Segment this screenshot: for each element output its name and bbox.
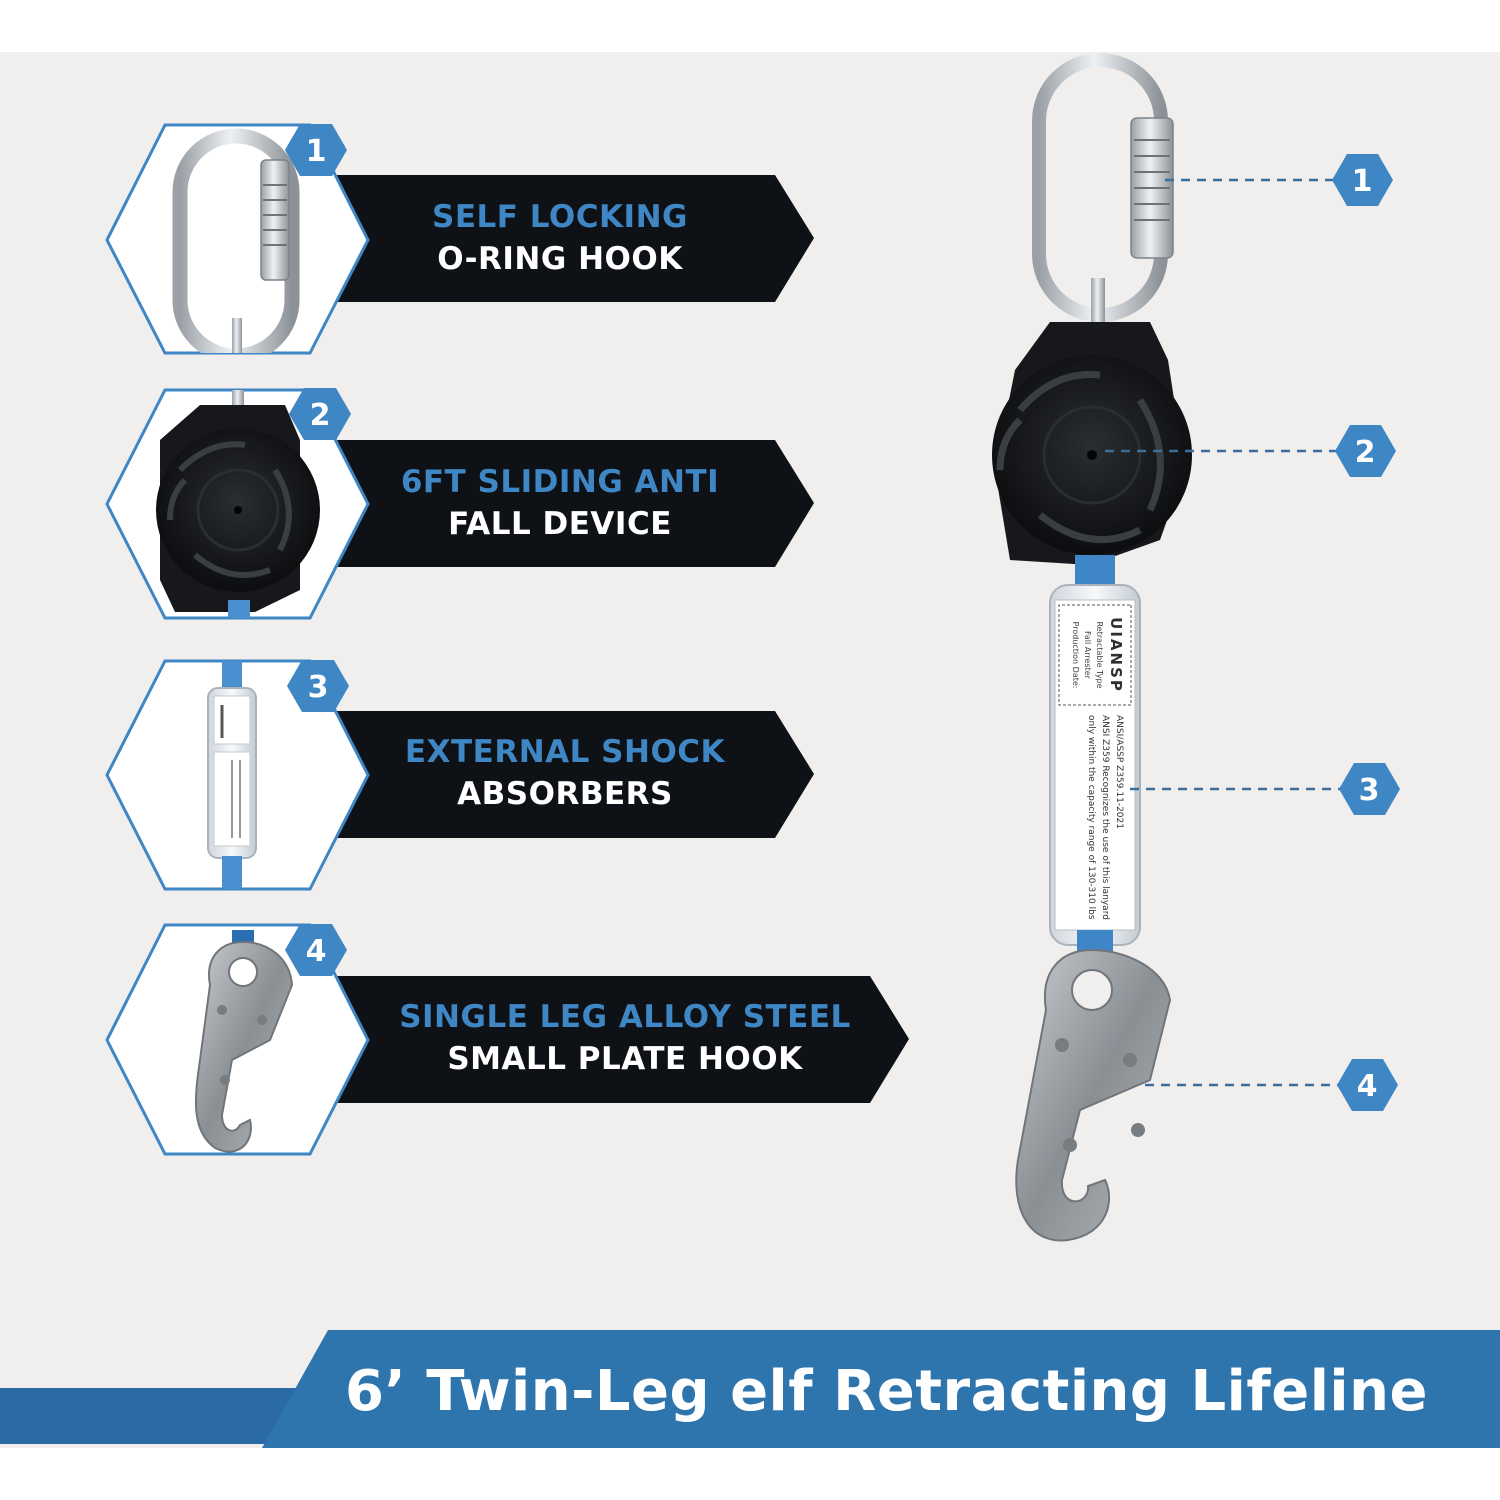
product-label-line-a: Retractable Type (1095, 621, 1104, 688)
feature-1-badge (285, 124, 347, 176)
feature-2-subtitle: FALL DEVICE (448, 506, 672, 542)
callout-badge-2 (1335, 425, 1396, 477)
retractor-drum-icon (156, 390, 320, 618)
feature-1: 1 (105, 123, 814, 355)
product-label-std-line2: only within the capacity range of 130-31… (1086, 715, 1096, 920)
feature-4-badge (285, 924, 347, 976)
feature-2: 2 (105, 388, 814, 620)
feature-1-text: SELF LOCKING O-RING HOOK (330, 196, 790, 280)
feature-2-text: 6FT SLIDING ANTI FALL DEVICE (330, 461, 790, 545)
banner-title: 6’ Twin-Leg elf Retracting Lifeline (345, 1359, 1428, 1424)
bottom-banner (0, 1330, 1500, 1448)
feature-3: 3 (105, 659, 814, 891)
carabiner-icon (172, 128, 300, 353)
product-label-std-title: ANSI/ASSP Z359.11-2021 (1114, 715, 1124, 829)
feature-1-ribbon (320, 175, 814, 302)
callout-badge-4 (1337, 1059, 1398, 1111)
product-snap-hook (1015, 948, 1172, 1242)
snap-hook-icon (194, 930, 294, 1153)
feature-4-subtitle: SMALL PLATE HOOK (447, 1041, 803, 1077)
product-label: UIANSP Retractable Type Fall Arrester Pr… (1054, 599, 1136, 931)
feature-2-badge (289, 388, 351, 440)
feature-1-number: 1 (306, 134, 327, 169)
feature-3-title: EXTERNAL SHOCK (404, 734, 726, 770)
feature-4-number: 4 (306, 934, 327, 969)
product-label-brand: UIANSP (1107, 617, 1125, 693)
feature-2-title: 6FT SLIDING ANTI (400, 464, 720, 500)
feature-2-number: 2 (310, 398, 331, 433)
feature-3-text: EXTERNAL SHOCK ABSORBERS (330, 731, 800, 815)
product-label-line-c: Production Date: (1071, 622, 1080, 689)
feature-4: 4 (105, 923, 909, 1156)
feature-1-title: SELF LOCKING (432, 199, 688, 235)
shock-absorber-icon (207, 661, 257, 889)
feature-3-ribbon (320, 711, 814, 838)
callout-number-1: 1 (1352, 164, 1373, 199)
product-image: UIANSP Retractable Type Fall Arrester Pr… (992, 53, 1400, 1242)
callout-number-4: 4 (1357, 1069, 1378, 1104)
feature-3-number: 3 (308, 670, 329, 705)
callout-number-2: 2 (1355, 435, 1376, 470)
feature-4-title: SINGLE LEG ALLOY STEEL (399, 999, 851, 1035)
feature-1-subtitle: O-RING HOOK (437, 241, 683, 277)
feature-2-ribbon (320, 440, 814, 567)
product-label-line-b: Fall Arrester (1083, 631, 1092, 680)
feature-4-text: SINGLE LEG ALLOY STEEL SMALL PLATE HOOK (340, 996, 910, 1080)
feature-3-badge (287, 660, 349, 712)
feature-4-ribbon (320, 976, 909, 1103)
callout-badge-3 (1339, 763, 1400, 815)
product-label-std-line1: ANSI Z359 Recognizes the use of this lan… (1100, 715, 1110, 920)
callout-number-3: 3 (1359, 773, 1380, 808)
callout-badge-1 (1332, 154, 1393, 206)
feature-3-subtitle: ABSORBERS (457, 776, 673, 812)
